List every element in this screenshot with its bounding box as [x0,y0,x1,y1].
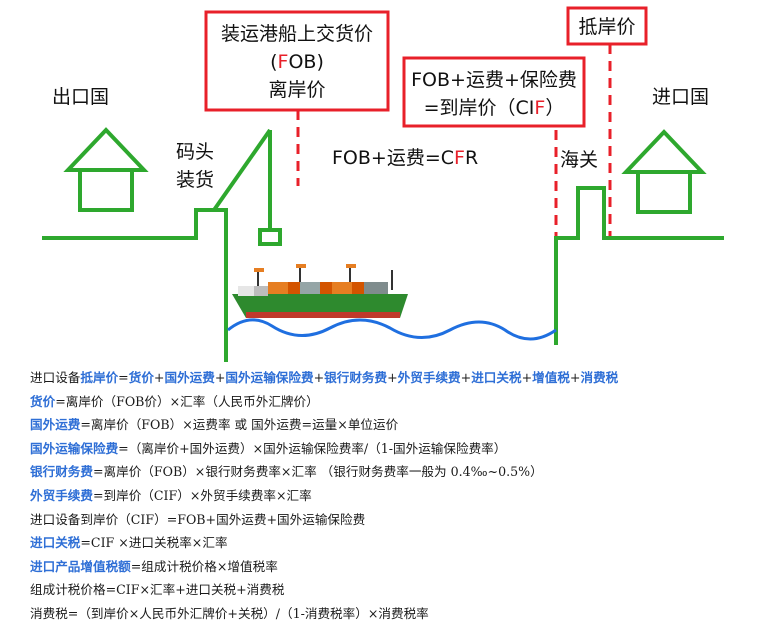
formula-line: 国外运费=离岸价（FOB）×运费率 或 国外运费=运量×单位运价 [30,413,750,437]
formula-line: 消费税=（到岸价×人民币外汇牌价+关税）/（1-消费税率）×消费税率 [30,602,750,626]
cfr-formula: FOB+运费=CFR [332,147,478,169]
dock-label-line2: 装货 [176,169,214,191]
export-country-label: 出口国 [52,86,109,108]
cif-box [402,56,586,128]
formula-term: 进口产品增值税额 [30,558,131,574]
formula-text: 组成计税价格=CIF×汇率+进口关税+消费税 [30,582,285,598]
formula-line: 进口关税=CIF ×进口关税率×汇率 [30,531,750,555]
export-house-icon [63,127,149,212]
formula-term: 国外运输保险费 [225,370,314,385]
formula-text: =离岸价（FOB）×运费率 或 国外运费=运量×单位运价 [80,417,399,433]
formula-line: 进口设备到岸价（CIF）=FOB+国外运费+国外运输保险费 [30,508,750,532]
formula-line: 国外运输保险费=（离岸价+国外运费）×国外运输保险费率/（1-国外运输保险费率） [30,437,750,461]
formula-text: + [153,370,165,385]
formula-text: =离岸价（FOB价）×汇率（人民币外汇牌价） [55,393,319,409]
formula-text: + [313,370,325,385]
formula-term: 货价 [128,370,154,385]
fob-box-line3: 离岸价 [268,79,325,101]
cif-box-line2: =到岸价（CIF） [424,97,565,119]
formula-line: 进口产品增值税额=组成计税价格×增值税率 [30,555,750,579]
formula-term: 银行财务费 [30,464,93,480]
formula-term: 增值税 [532,370,570,385]
formula-text: 进口设备 [30,370,81,385]
import-country-label: 进口国 [652,86,709,108]
cargo-ship-icon [232,264,408,318]
formula-text: 进口设备到岸价（CIF）=FOB+国外运费+国外运输保险费 [30,511,366,527]
formula-term: 国外运费 [30,417,81,433]
formula-text: = [118,370,129,385]
formula-text: 消费税=（到岸价×人民币外汇牌价+关税）/（1-消费税率）×消费税率 [30,605,429,621]
trade-price-diagram: 装运港船上交货价 (FOB) 离岸价 FOB+运费+保险费 =到岸价（CIF） … [42,6,724,362]
formula-text: + [387,370,398,385]
export-ground [42,208,228,362]
formula-text: =离岸价（FOB）×银行财务费率×汇率 （银行财务费率一般为 0.4‰~0.5%… [92,464,543,480]
formula-line: 货价=离岸价（FOB价）×汇率（人民币外汇牌价） [30,390,750,414]
formula-term: 外贸手续费 [30,487,93,503]
formula-text: =组成计税价格×增值税率 [130,558,278,574]
fob-box [204,10,390,112]
customs-label: 海关 [560,149,598,171]
formula-line: 组成计税价格=CIF×汇率+进口关税+消费税 [30,578,750,602]
formula-term: 消费税 [580,370,619,385]
formula-term: 国外运输保险费 [30,440,119,456]
formula-term: 进口关税 [471,370,522,385]
formula-text: + [214,370,226,385]
formula-text: =CIF ×进口关税率×汇率 [80,535,228,551]
landed-price-box [566,6,648,46]
formula-text: + [521,370,533,385]
fob-box-line1: 装运港船上交货价 [221,23,373,45]
formula-term: 货价 [30,393,56,409]
formula-term: 外贸手续费 [397,370,461,385]
dock-label-line1: 码头 [176,141,214,163]
formula-text: =（离岸价+国外运费）×国外运输保险费率/（1-国外运输保险费率） [118,440,507,456]
formula-text: + [569,370,581,385]
formula-text: + [460,370,472,385]
formula-text: =到岸价（CIF）×外贸手续费率×汇率 [92,487,312,503]
formula-line: 外贸手续费=到岸价（CIF）×外贸手续费率×汇率 [30,484,750,508]
formula-term: 国外运费 [164,370,215,385]
cif-box-line1: FOB+运费+保险费 [411,69,577,91]
import-ground [554,186,724,345]
formula-line: 银行财务费=离岸价（FOB）×银行财务费率×汇率 （银行财务费率一般为 0.4‰… [30,460,750,484]
formula-term: 银行财务费 [324,370,388,385]
formula-term: 进口关税 [30,535,81,551]
formula-term: 抵岸价 [80,370,119,385]
formula-list: 进口设备抵岸价=货价+国外运费+国外运输保险费+银行财务费+外贸手续费+进口关税… [30,366,750,626]
crane-icon [212,128,282,246]
import-house-icon [621,129,707,214]
fob-box-line2: (FOB) [270,51,324,73]
sea-wave [227,318,557,341]
formula-line: 进口设备抵岸价=货价+国外运费+国外运输保险费+银行财务费+外贸手续费+进口关税… [30,366,750,390]
landed-price-label: 抵岸价 [578,16,635,38]
